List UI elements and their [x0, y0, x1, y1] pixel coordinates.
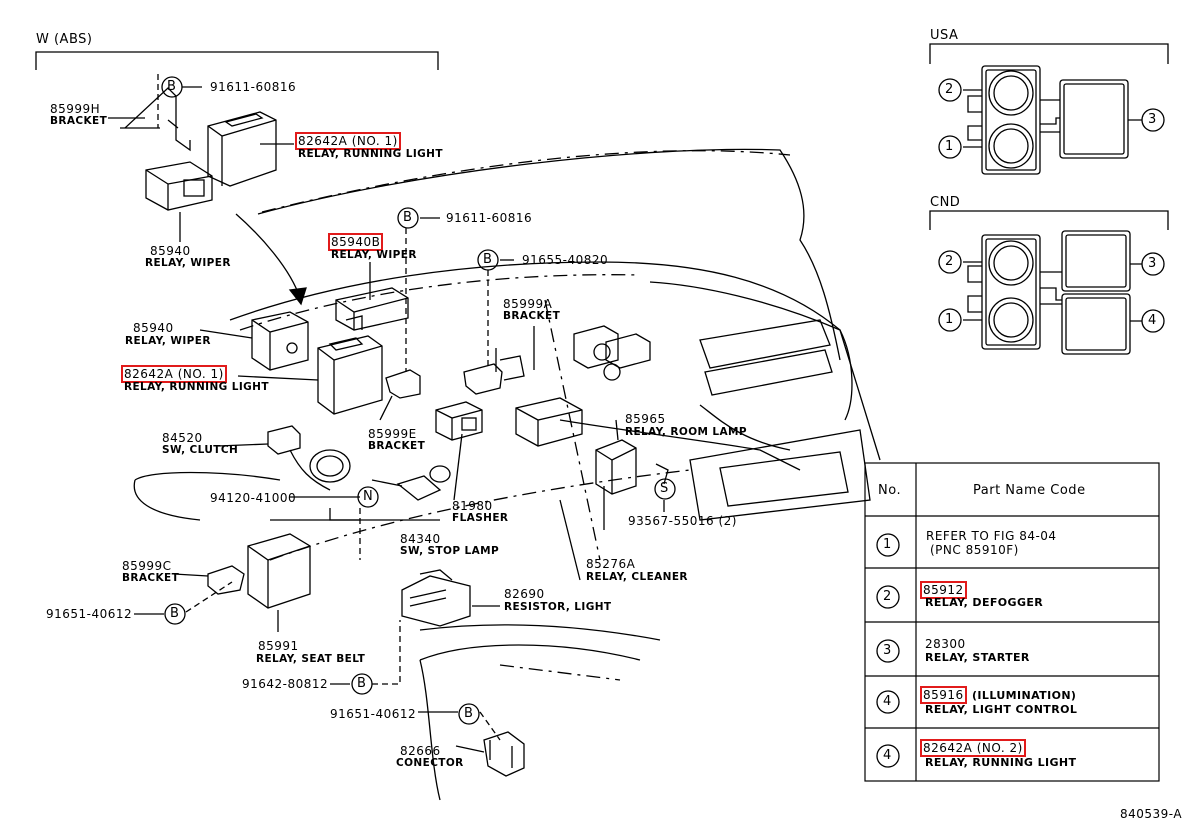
row3-no: 3 — [883, 643, 892, 658]
ref-b-3: B — [483, 252, 492, 267]
row3-name: RELAY, STARTER — [925, 651, 1030, 664]
part-85999a: 85999A — [503, 297, 553, 311]
ref-b-5: B — [357, 676, 366, 691]
usa-relay-block — [963, 65, 1142, 175]
usa-callout-1: 1 — [945, 139, 954, 154]
usa-callout-2: 2 — [945, 82, 954, 97]
section-label-cnd: CND — [930, 195, 961, 210]
part-85999h-name: BRACKET — [50, 115, 108, 127]
part-91651-b: 91651-40612 — [330, 707, 417, 721]
table-number-circles — [876, 533, 900, 768]
row1-line1: REFER TO FIG 84-04 — [926, 529, 1057, 543]
row2-code: 85912 — [920, 581, 967, 599]
part-82690: 82690 — [504, 587, 545, 601]
usa-header-bracket — [929, 43, 1169, 64]
table-header-no: No. — [878, 483, 902, 498]
part-91642: 91642-80812 — [242, 677, 329, 691]
part-85276a-name: RELAY, CLEANER — [586, 571, 688, 583]
part-84340-name: SW, STOP LAMP — [400, 545, 500, 557]
row1-no: 1 — [883, 537, 892, 552]
part-91611-top: 91611-60816 — [210, 80, 297, 94]
row1-line2: (PNC 85910F) — [930, 543, 1019, 557]
part-85940b: 85940B — [327, 233, 384, 251]
part-85276a: 85276A — [586, 557, 636, 571]
part-85999a-name: BRACKET — [503, 310, 561, 322]
part-82642a-top: 82642A (NO. 1) — [295, 132, 401, 150]
reference-circles — [161, 76, 676, 725]
ref-b-4: B — [170, 606, 179, 621]
part-85999c: 85999C — [122, 559, 172, 573]
part-82642a-top-name: RELAY, RUNNING LIGHT — [298, 148, 443, 160]
part-85965: 85965 — [625, 412, 666, 426]
part-85940-top: 85940 — [150, 244, 191, 258]
part-84340: 84340 — [400, 532, 441, 546]
figure-code: 840539-A — [1120, 807, 1183, 821]
row4-code: 85916 — [920, 686, 967, 704]
part-85991-name: RELAY, SEAT BELT — [256, 653, 366, 665]
leader-lines — [108, 74, 665, 753]
part-91651-a: 91651-40612 — [46, 607, 133, 621]
cnd-relay-block — [963, 230, 1142, 355]
part-93567: 93567-55016 (2) — [628, 514, 737, 528]
usa-callout-3: 3 — [1148, 112, 1157, 127]
ref-s: S — [660, 481, 669, 496]
row2-name: RELAY, DEFOGGER — [925, 596, 1044, 609]
part-82642a-mid: 82642A (NO. 1) — [121, 365, 227, 383]
section-label-usa: USA — [930, 28, 959, 43]
ref-b-2: B — [403, 210, 412, 225]
dash-outline — [133, 148, 881, 801]
cnd-callout-2: 2 — [945, 254, 954, 269]
part-85965-name: RELAY, ROOM LAMP — [625, 426, 747, 438]
cnd-callout-1: 1 — [945, 312, 954, 327]
section-label-abs: W (ABS) — [36, 32, 93, 47]
part-91611-mid: 91611-60816 — [446, 211, 533, 225]
row3-code: 28300 — [925, 637, 966, 651]
part-81980-name: FLASHER — [452, 512, 509, 524]
abs-header-bracket — [35, 51, 439, 70]
part-81980: 81980 — [452, 499, 493, 513]
callout-arrow — [235, 213, 301, 299]
part-85940b-name: RELAY, WIPER — [331, 249, 417, 261]
ref-n: N — [363, 489, 373, 504]
part-85999e: 85999E — [368, 427, 417, 441]
part-84520: 84520 — [162, 431, 203, 445]
part-82690-name: RESISTOR, LIGHT — [504, 601, 612, 613]
part-85940-mid-name: RELAY, WIPER — [125, 335, 211, 347]
ref-b-6: B — [464, 706, 473, 721]
part-94120: 94120-41000 — [210, 491, 297, 505]
cnd-callout-3: 3 — [1148, 256, 1157, 271]
part-82666-name: CONECTOR — [396, 757, 464, 769]
ref-b-1: B — [167, 79, 176, 94]
components — [120, 87, 669, 777]
row4-no: 4 — [883, 694, 892, 709]
part-84520-name: SW, CLUTCH — [162, 444, 239, 456]
part-85940-mid: 85940 — [133, 321, 174, 335]
row5-code: 82642A (NO. 2) — [920, 739, 1026, 757]
row2-no: 2 — [883, 589, 892, 604]
row4-name: RELAY, LIGHT CONTROL — [925, 703, 1078, 716]
part-82642a-mid-name: RELAY, RUNNING LIGHT — [124, 381, 269, 393]
row4-extra: (ILLUMINATION) — [972, 689, 1077, 702]
legend-table-grid — [864, 462, 1160, 782]
part-85999c-name: BRACKET — [122, 572, 180, 584]
row5-no: 4 — [883, 748, 892, 763]
part-85999e-name: BRACKET — [368, 440, 426, 452]
part-85999h: 85999H — [50, 102, 101, 116]
part-91655: 91655-40820 — [522, 253, 609, 267]
part-82666: 82666 — [400, 744, 441, 758]
part-85940-top-name: RELAY, WIPER — [145, 257, 231, 269]
cnd-header-bracket — [929, 210, 1169, 230]
callout-circles — [938, 78, 1165, 333]
table-header-part: Part Name Code — [973, 483, 1086, 498]
part-85991: 85991 — [258, 639, 299, 653]
row5-name: RELAY, RUNNING LIGHT — [925, 756, 1077, 769]
cnd-callout-4: 4 — [1148, 313, 1157, 328]
